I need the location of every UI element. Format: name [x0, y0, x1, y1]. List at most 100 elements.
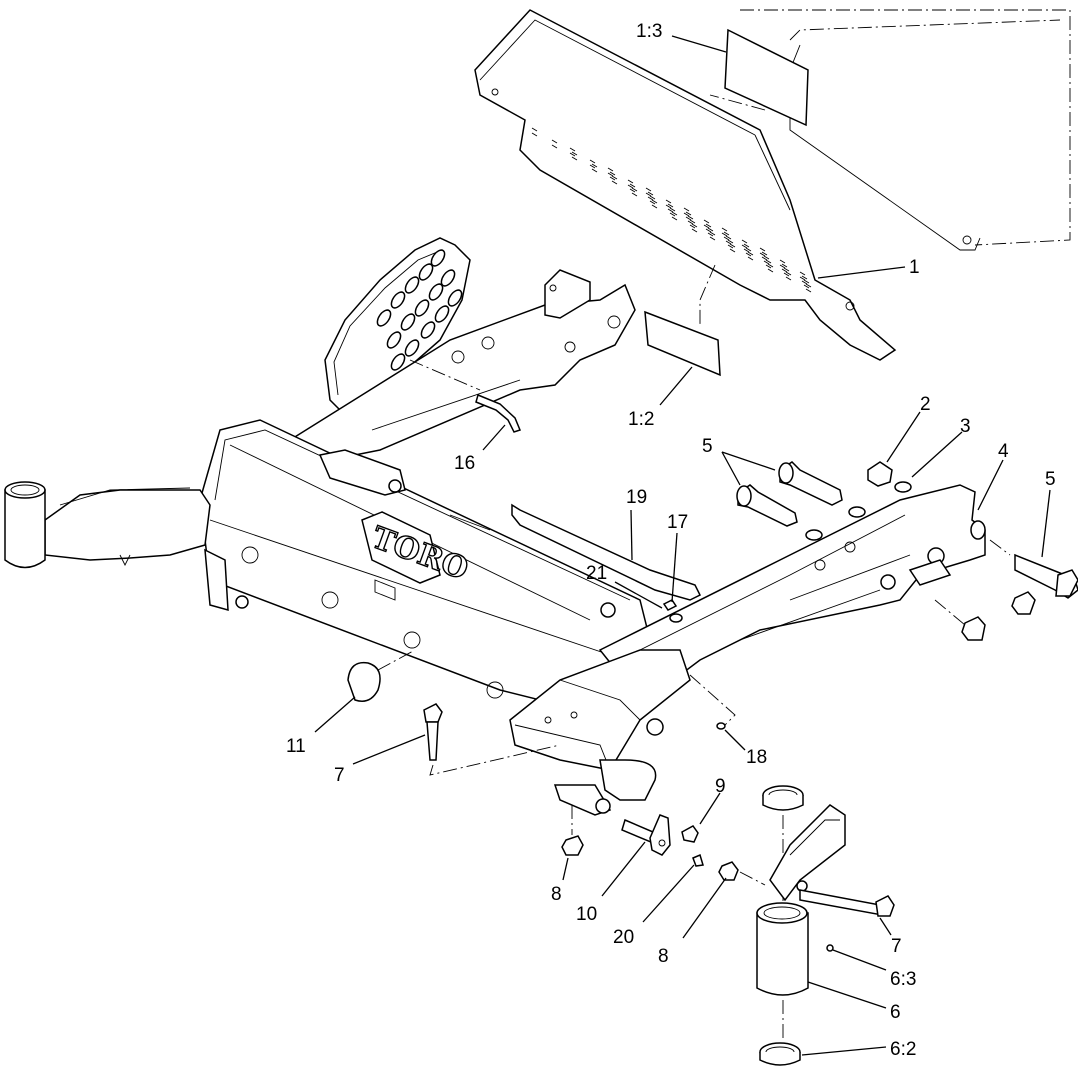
- perforation-slot: [669, 207, 676, 217]
- perforation-slot: [683, 207, 690, 217]
- perforation-slot: [721, 227, 728, 237]
- callout-19: 19: [626, 487, 647, 508]
- callout-6-3: 6:3: [890, 969, 916, 990]
- pedal-pad-slot: [404, 339, 420, 357]
- perforation-slot: [551, 139, 558, 149]
- perforation-slot: [781, 263, 788, 273]
- toro-logo-plate: [361, 511, 441, 584]
- pedal-pad-slot: [420, 321, 436, 339]
- perforation-slot: [747, 251, 754, 261]
- pedal-pad-slot: [376, 309, 392, 327]
- nut-part-8-right: [718, 861, 739, 881]
- perforation-slot: [571, 151, 578, 161]
- perforation-slot: [763, 255, 770, 265]
- small-hardware: [662, 599, 736, 730]
- perforation-slot: [629, 183, 636, 193]
- perforation-slot: [801, 275, 808, 285]
- perforation-slot: [647, 191, 654, 201]
- callout-8-left: 8: [551, 884, 562, 905]
- perforation-slot: [691, 223, 698, 233]
- callout-17: 17: [667, 512, 688, 533]
- perforation-slot: [611, 175, 618, 185]
- perforation-slot: [765, 259, 772, 269]
- callout-16: 16: [454, 453, 475, 474]
- perforation-slot: [779, 259, 786, 269]
- callout-20: 20: [613, 927, 634, 948]
- perforation-slot: [741, 239, 748, 249]
- perforation-slot: [727, 239, 734, 249]
- pedal-pad-slot: [414, 299, 430, 317]
- callout-18: 18: [746, 747, 767, 768]
- perforation-slot: [723, 231, 730, 241]
- perforation-slot: [667, 203, 674, 213]
- perforation-slot: [631, 187, 638, 197]
- pedal-pad-slot: [430, 249, 446, 267]
- pedal-pad-slot: [390, 353, 406, 371]
- front-bracket: [509, 649, 691, 816]
- perforation-pattern: [531, 127, 812, 293]
- pedal-pad-slot: [428, 283, 444, 301]
- perforation-slot: [759, 247, 766, 257]
- perforation-slot: [745, 247, 752, 257]
- caster-fork-part-6: [756, 785, 895, 1066]
- rod-part-16: [475, 393, 522, 433]
- pedal-pad-slot: [434, 305, 450, 323]
- nut-part-2: [867, 461, 912, 493]
- left-pedal-assembly: [288, 237, 636, 461]
- pedal-pad-slot: [418, 263, 434, 281]
- callout-5-right: 5: [1045, 469, 1056, 490]
- perforation-slot: [627, 179, 634, 189]
- perforation-slot: [591, 163, 598, 173]
- cap-part-11: [347, 649, 416, 702]
- pedal-pad-slot: [386, 331, 402, 349]
- callout-1: 1: [909, 257, 920, 278]
- perforation-slot: [609, 171, 616, 181]
- pedal-pad-slot: [440, 269, 456, 287]
- perforation-slot: [589, 159, 596, 169]
- perforation-slot: [687, 215, 694, 225]
- bolt-part-7-left: [423, 703, 561, 776]
- perforation-slot: [803, 279, 810, 289]
- perforation-slot: [671, 211, 678, 221]
- perforation-slot: [785, 271, 792, 281]
- callout-2: 2: [920, 394, 931, 415]
- perforation-slot: [685, 211, 692, 221]
- leader-lines: [314, 35, 1051, 1056]
- perforation-slot: [725, 235, 732, 245]
- bolt-part-5-right: [934, 539, 1078, 641]
- perforation-slot: [761, 251, 768, 261]
- bolt-pair-part-5: [736, 461, 866, 541]
- callout-4: 4: [998, 441, 1009, 462]
- perforation-slot: [709, 231, 716, 241]
- pedal-pad-slot: [390, 291, 406, 309]
- perforation-slot: [665, 199, 672, 209]
- perforation-slot: [705, 223, 712, 233]
- perforation-slot: [531, 127, 538, 137]
- callout-1-3: 1:3: [636, 21, 662, 42]
- callout-6: 6: [890, 1002, 901, 1023]
- perforation-slot: [783, 267, 790, 277]
- perforation-slot: [651, 199, 658, 209]
- callout-21: 21: [586, 563, 607, 584]
- perforation-slot: [707, 227, 714, 237]
- callout-5-left: 5: [702, 436, 713, 457]
- perforation-slot: [645, 187, 652, 197]
- perforation-slot: [649, 195, 656, 205]
- callout-9: 9: [715, 776, 726, 797]
- perforation-slot: [729, 243, 736, 253]
- callout-1-2: 1:2: [628, 409, 654, 430]
- callout-8-right: 8: [658, 946, 669, 967]
- foot-plate-part-1: [474, 9, 1071, 377]
- main-frame-tube: TORO: [199, 419, 651, 721]
- perforation-slot: [799, 271, 806, 281]
- pivot-hardware: [621, 814, 704, 867]
- pedal-pad-slot: [404, 276, 420, 294]
- callout-3: 3: [960, 416, 971, 437]
- callout-7-left: 7: [334, 765, 345, 786]
- decal-1-2: [644, 310, 721, 377]
- perforation-slot: [767, 263, 774, 273]
- callout-7-right: 7: [891, 936, 902, 957]
- pedal-pad-slot: [400, 313, 416, 331]
- perforation-slot: [743, 243, 750, 253]
